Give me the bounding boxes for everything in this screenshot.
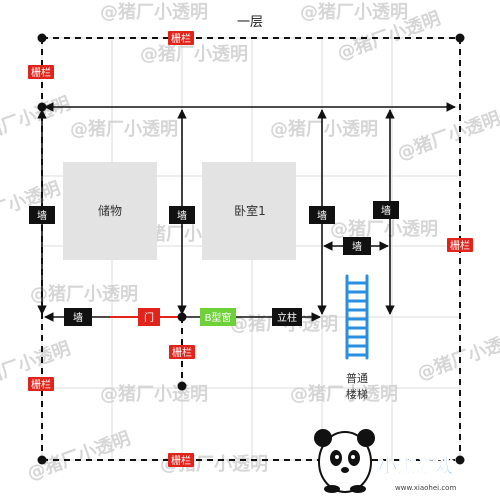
watermark: @猪厂小透明 (30, 283, 138, 305)
watermark: @猪厂小透明 (290, 383, 398, 405)
stairs-label-line2: 楼梯 (346, 387, 368, 401)
svg-text:栅栏: 栅栏 (31, 66, 51, 79)
page-title: 一层 (237, 15, 263, 30)
watermark: @猪厂小透明 (140, 43, 248, 65)
svg-text:立柱: 立柱 (277, 311, 297, 324)
svg-text:墙: 墙 (381, 204, 391, 217)
watermark: @猪厂小透明 (270, 118, 378, 140)
wall-label: 墙 (309, 206, 335, 224)
railing-label: 栅栏 (28, 377, 54, 391)
watermark: @猪厂小透明 (0, 92, 73, 150)
wall-label: 墙 (64, 308, 92, 326)
svg-text:墙: 墙 (73, 311, 83, 324)
bedroom-room-label: 卧室1 (234, 203, 266, 218)
window-b-label: B型窗 (200, 308, 236, 326)
railing-label: 栅栏 (28, 65, 54, 79)
watermark: @猪厂小透明 (414, 327, 500, 385)
railing-label: 栅栏 (168, 31, 194, 45)
pillar-label: 立柱 (272, 308, 302, 326)
svg-text:墙: 墙 (37, 209, 47, 222)
railing-label: 栅栏 (169, 345, 195, 359)
watermark: @猪厂小透明 (330, 218, 438, 240)
svg-text:栅栏: 栅栏 (171, 454, 191, 467)
watermark: @猪厂小透明 (100, 1, 208, 23)
watermark: @猪厂小透明 (300, 1, 408, 23)
stairs-icon (345, 274, 369, 360)
wall-label: 墙 (343, 237, 371, 255)
svg-text:墙: 墙 (352, 240, 362, 253)
storage-room (63, 162, 157, 260)
watermark: @猪厂小透明 (100, 383, 208, 405)
watermark: @猪厂小透明 (0, 177, 63, 235)
svg-text:栅栏: 栅栏 (450, 239, 470, 252)
svg-text:栅栏: 栅栏 (31, 378, 51, 391)
watermark: @猪厂小透明 (70, 118, 178, 140)
wall-label: 墙 (373, 201, 399, 219)
brand-logo: 小黑游戏 www.xiaohei.com (314, 429, 456, 493)
stairs-label-line1: 普通 (346, 371, 368, 385)
svg-text:墙: 墙 (317, 209, 327, 222)
wall-label: 墙 (169, 206, 195, 224)
brand-name: 小黑游戏 (378, 454, 454, 477)
svg-text:门: 门 (144, 311, 154, 324)
railing-label: 栅栏 (447, 238, 473, 252)
svg-text:栅栏: 栅栏 (172, 346, 192, 359)
svg-text:栅栏: 栅栏 (171, 32, 191, 45)
panda-icon (314, 429, 375, 493)
bedroom-room (202, 162, 296, 260)
door-label: 门 (138, 308, 160, 326)
storage-room-label: 储物 (98, 203, 122, 218)
svg-text:B型窗: B型窗 (205, 311, 232, 324)
wall-label: 墙 (29, 206, 55, 224)
railing-label: 栅栏 (168, 453, 194, 467)
watermark: @猪厂小透明 (394, 107, 500, 165)
corner-dots (37, 33, 465, 465)
brand-url: www.xiaohei.com (395, 484, 456, 492)
svg-text:墙: 墙 (177, 209, 187, 222)
